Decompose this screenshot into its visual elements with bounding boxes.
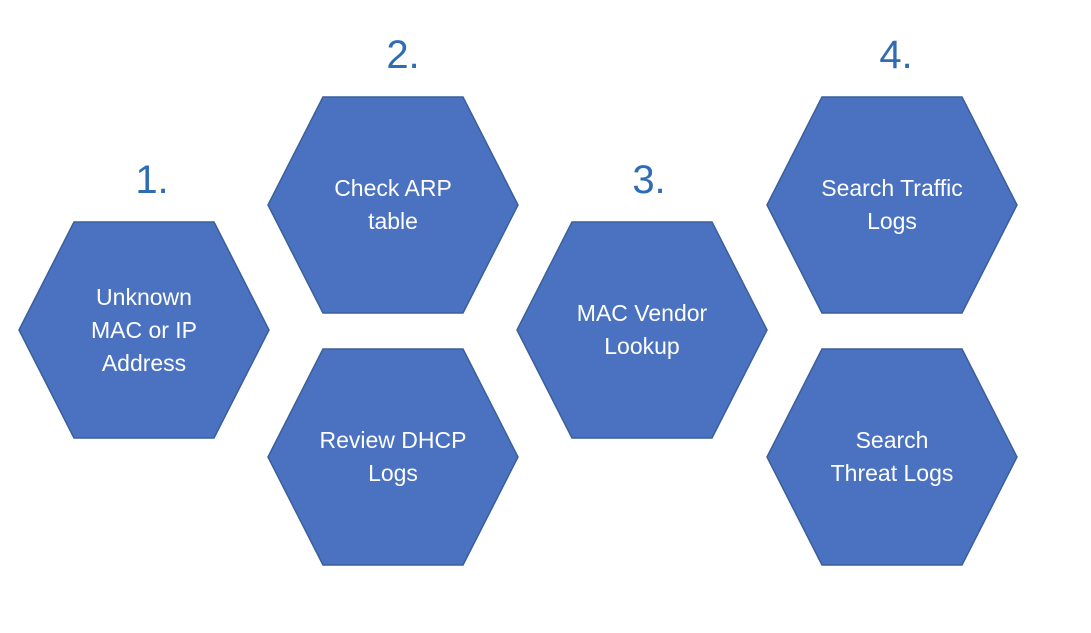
hex-search-traffic-logs: Search Traffic Logs (766, 96, 1018, 314)
hex-label-line: MAC Vendor (576, 300, 708, 326)
hex-shape (766, 348, 1018, 566)
hex-shape (267, 96, 519, 314)
hex-label-line: Check ARP (334, 175, 452, 201)
hex-label-line: Threat Logs (830, 460, 954, 486)
hex-label-line: MAC or IP (90, 316, 198, 343)
hex-label-line: Review DHCP (319, 427, 467, 453)
hex-label-line: Lookup (604, 333, 680, 359)
hex-label-line: Search Traffic (821, 175, 963, 201)
hex-label: Search Traffic Logs (766, 96, 1018, 314)
hex-mac-vendor-lookup: MAC Vendor Lookup (516, 221, 768, 439)
step-number-2: 2. (386, 33, 420, 77)
hex-label-line: Logs (867, 208, 917, 234)
hex-search-threat-logs: Search Threat Logs (766, 348, 1018, 566)
hex-label: Check ARP table (267, 96, 519, 314)
hex-check-arp-table: Check ARP table (267, 96, 519, 314)
hex-review-dhcp-logs: Review DHCP Logs (267, 348, 519, 566)
step-number-3: 3. (632, 158, 666, 202)
hex-label-line: Logs (368, 460, 418, 486)
hex-shape (516, 221, 768, 439)
hex-label: Review DHCP Logs (267, 348, 519, 566)
hex-label: Unknown MAC or IP Address (18, 221, 270, 439)
hex-unknown-mac-or-ip: Unknown MAC or IP Address (18, 221, 270, 439)
hex-shape (766, 96, 1018, 314)
hex-shape (18, 221, 270, 439)
hex-label: Search Threat Logs (766, 348, 1018, 566)
hex-label: MAC Vendor Lookup (516, 221, 768, 439)
hex-label-line: table (368, 208, 418, 234)
hex-label-line: Search (855, 427, 929, 453)
hex-label-line: Unknown (96, 283, 192, 310)
step-number-4: 4. (879, 33, 913, 77)
hex-label-line: Address (101, 349, 187, 376)
step-number-1: 1. (135, 158, 169, 202)
hex-shape (267, 348, 519, 566)
